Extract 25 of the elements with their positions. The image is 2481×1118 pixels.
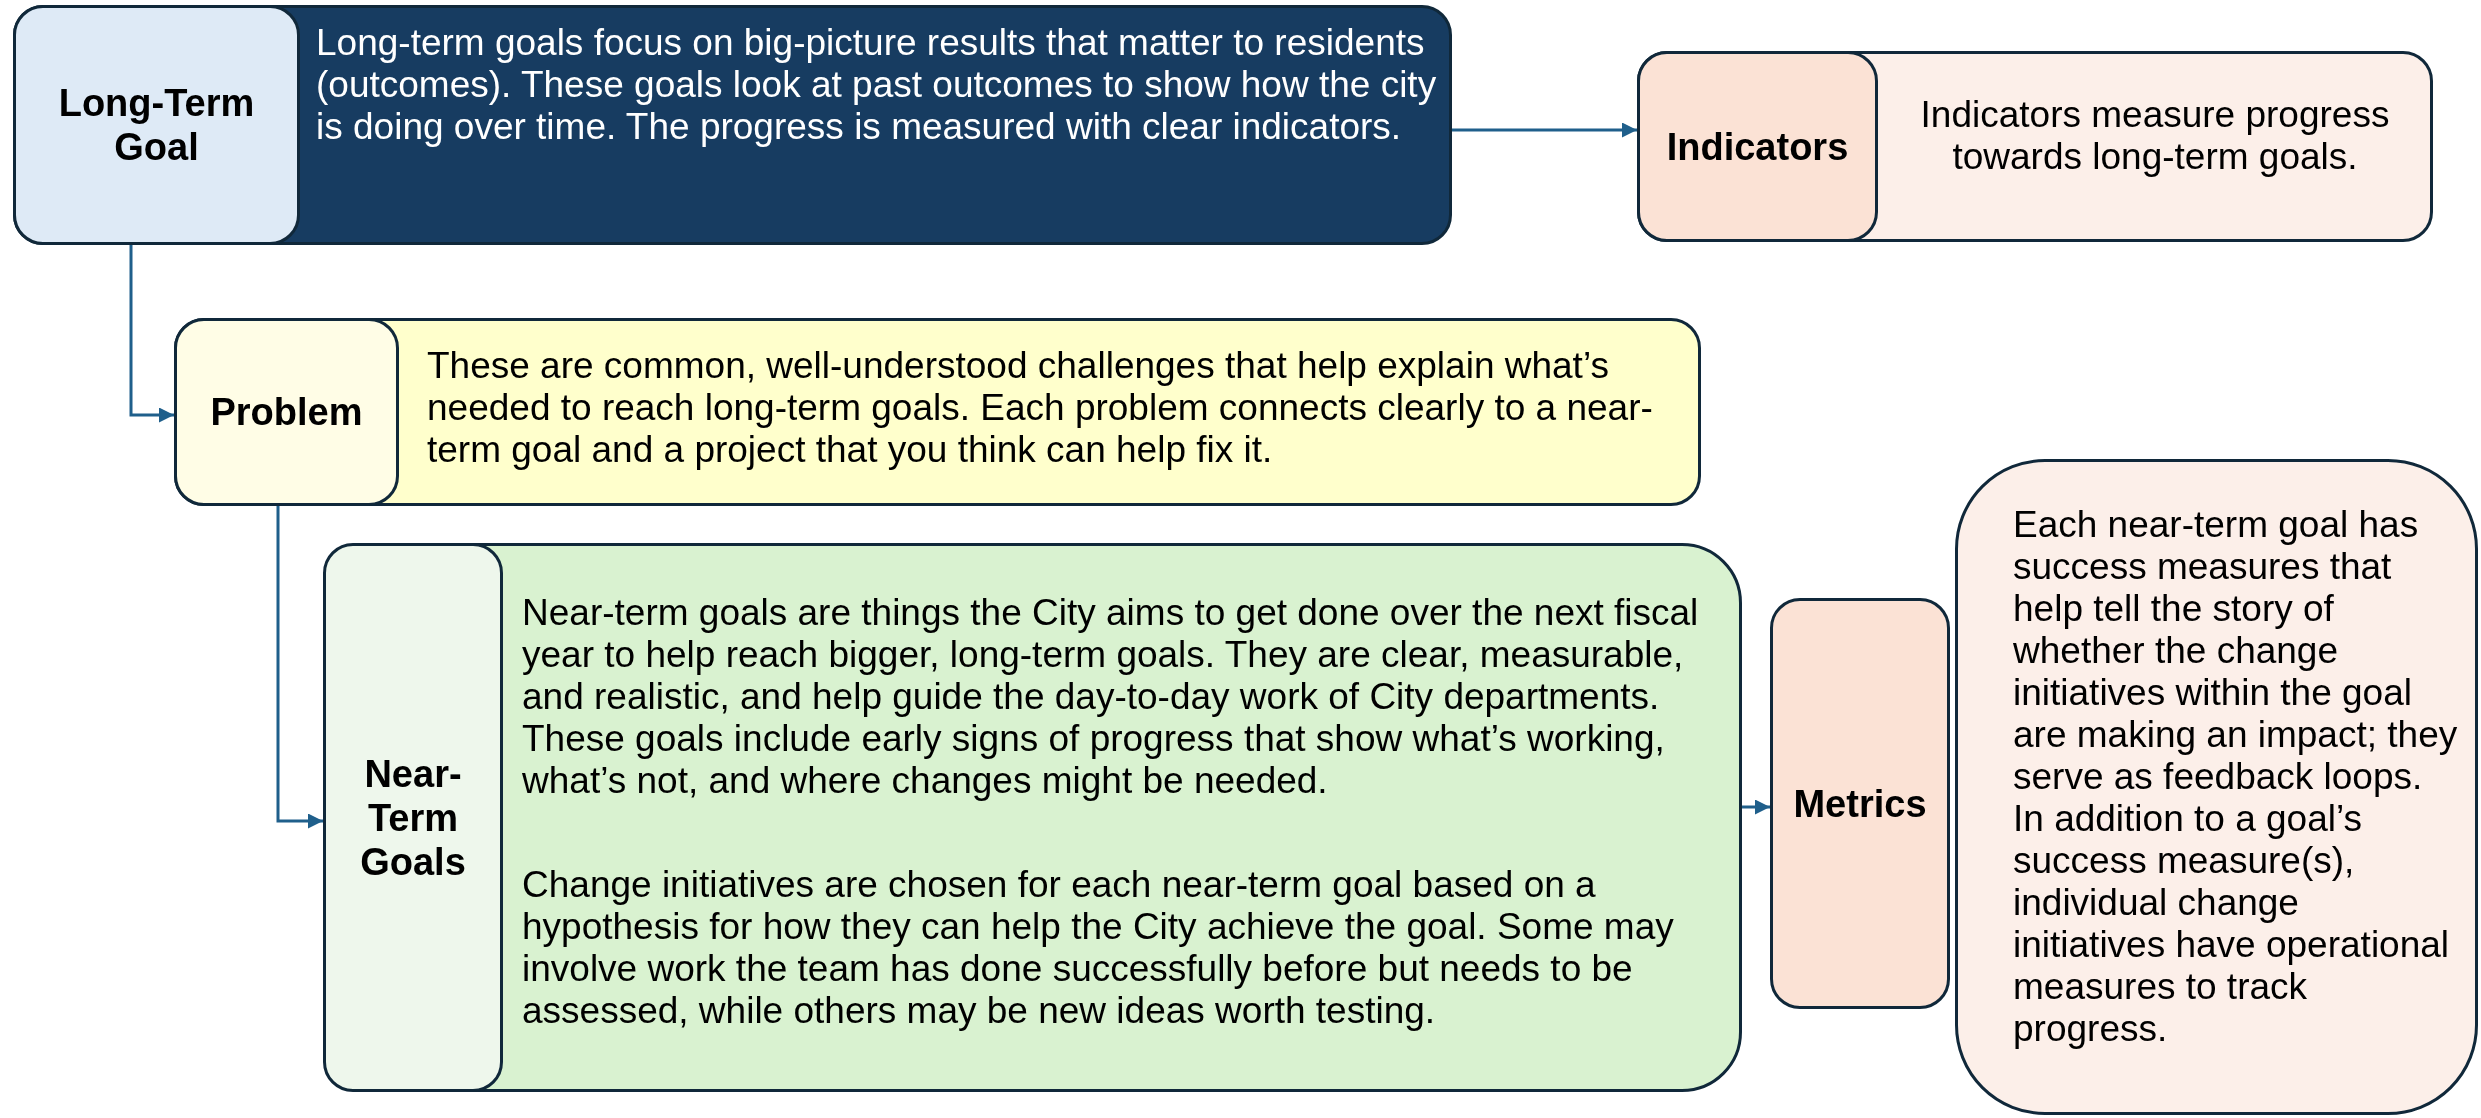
label-box: [13, 5, 300, 245]
heading: Metrics: [1793, 781, 1927, 826]
label-box: [1637, 51, 1878, 242]
description-box: [174, 318, 1701, 506]
description-text: These are common, well-understood challenges that help explain what’s needed to reach long-term goals. Each problem connects clearly to a near-term goal and a project that you think can help fix it.: [427, 345, 1654, 471]
description-box: [13, 5, 1452, 245]
heading: Problem: [210, 390, 363, 434]
description-text: Each near-term goal has success measures that help tell the story of whether the change initiatives within the goal are making an impact; they serve as feedback loops. In addition to a goal’s success measure(s), individual change initiatives have operational measures to track progress.: [2013, 504, 2458, 1050]
heading: Near-Term Goals: [359, 751, 467, 884]
arrow: [1452, 122, 1637, 138]
description-box: [323, 543, 1742, 1092]
description-text: Long-term goals focus on big-picture results that matter to residents (outcomes). These goals look at past outcomes to show how the city is doing over time. The progress is measured with clear indicators.: [316, 22, 1438, 148]
arrow: [129, 245, 174, 423]
label-box: [323, 543, 503, 1092]
description-text: Change initiatives are chosen for each near-term goal based on a hypothesis for how they can help the City achieve the goal. Some may involve work the team has done successfully before but needs to be assessed, while others may be new ideas worth testing.: [522, 864, 1675, 1032]
description-box: [1955, 459, 2478, 1115]
heading: Indicators: [1666, 124, 1849, 169]
arrow: [276, 506, 323, 829]
label-box: [1770, 598, 1950, 1009]
description-text: Near-term goals are things the City aims to get done over the next fiscal year to help reach bigger, long-term goals. They are clear, measurable, and realistic, and help guide the day-to-day work of City departments. These goals include early signs of progress that show what’s working, what’s not, and where changes might be needed.: [522, 592, 1700, 802]
arrow: [1742, 799, 1770, 815]
heading: Long-Term Goal: [57, 81, 256, 169]
description-box: [1637, 51, 2433, 242]
description-text: Indicators measure progress towards long-term goals.: [1919, 94, 2391, 178]
label-box: [174, 318, 399, 506]
